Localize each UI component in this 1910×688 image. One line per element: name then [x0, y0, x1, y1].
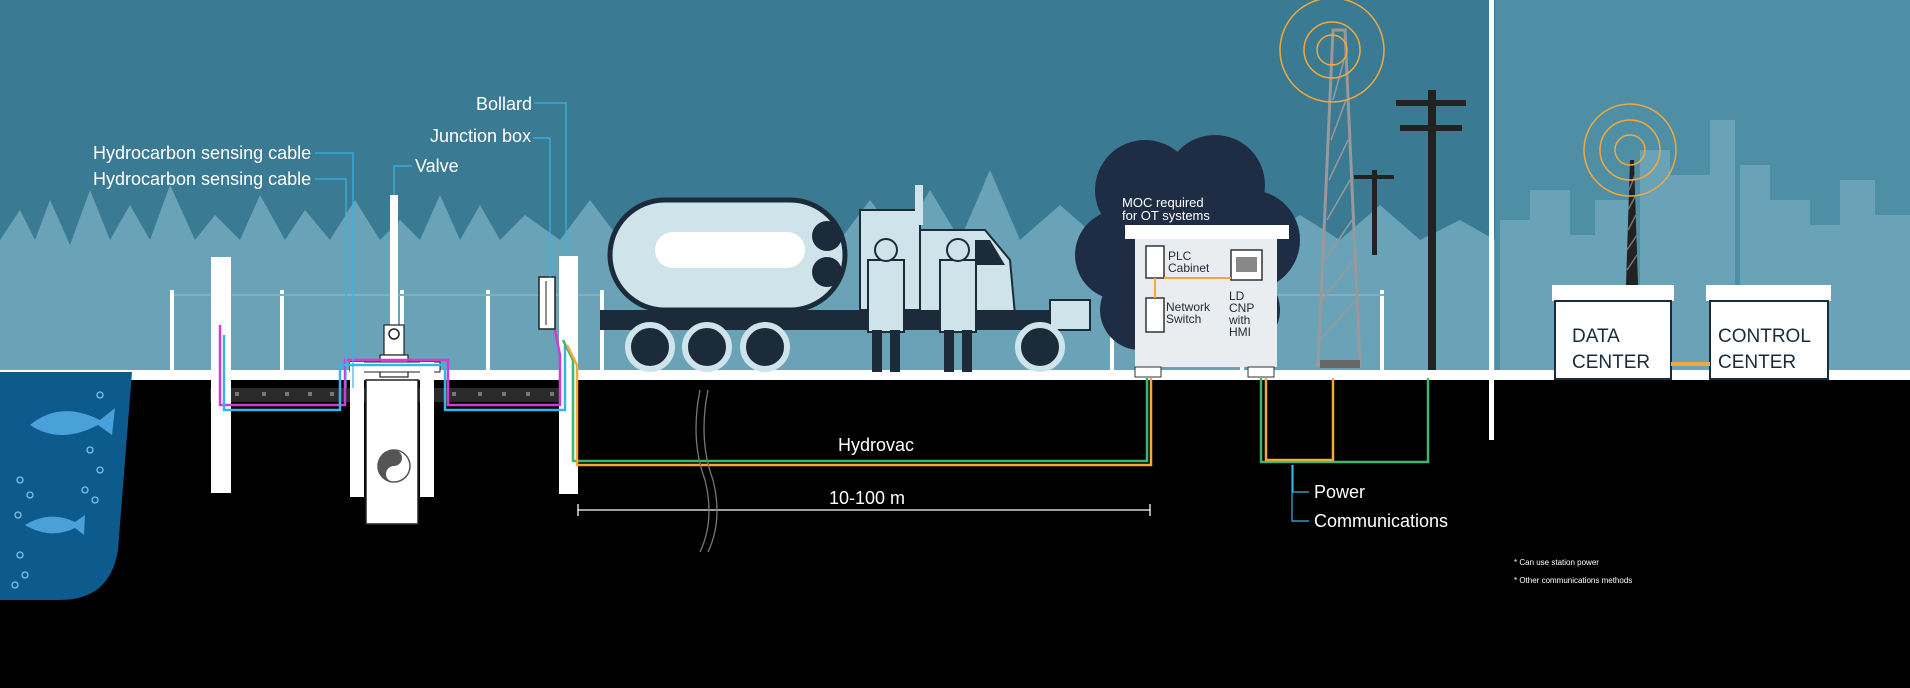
- ld-cnp-label-line2: CNP: [1229, 301, 1254, 315]
- ground: [0, 378, 1910, 688]
- moc-label-line1: MOC required: [1122, 195, 1204, 210]
- plc-label-line1: PLC: [1168, 249, 1192, 263]
- leader-lines: [315, 102, 1309, 522]
- data-center-label-line2: CENTER: [1572, 352, 1650, 373]
- worker-icon: [867, 238, 977, 372]
- hydrovac-trench-cables: [561, 339, 1153, 467]
- data-center-building: [1552, 285, 1674, 380]
- distance-label: 10-100 m: [829, 488, 905, 508]
- antenna-signal-icon: [1279, 0, 1385, 103]
- junction-box: [538, 276, 556, 330]
- data-center-label-line1: DATA: [1572, 326, 1620, 347]
- control-center-label-line1: CONTROL: [1718, 326, 1811, 347]
- valve-assembly: [349, 195, 441, 525]
- junction-box-label: Junction box: [430, 126, 531, 146]
- antenna-signal-icon: [1583, 103, 1677, 197]
- power-pole-icon: [1354, 90, 1466, 370]
- ld-cnp-label-line1: LD: [1229, 289, 1245, 303]
- ld-cnp-label-line3: with: [1228, 313, 1250, 327]
- fish-icon: [25, 408, 115, 535]
- network-switch-label-line2: Switch: [1166, 312, 1201, 326]
- hydrocarbon-cable-label-1: Hydrocarbon sensing cable: [93, 143, 311, 163]
- footnote-communications: * Other communications methods: [1514, 576, 1632, 585]
- valve-label: Valve: [415, 156, 459, 176]
- bubbles: [11, 391, 104, 589]
- bollard-label: Bollard: [476, 94, 532, 114]
- communications-label: Communications: [1314, 511, 1448, 531]
- hydrovac-truck-icon: [600, 185, 1091, 372]
- bollard-right: [559, 256, 578, 494]
- hydrocarbon-cable-label-2: Hydrocarbon sensing cable: [93, 169, 311, 189]
- water-body: [0, 372, 132, 600]
- network-switch-label-line1: Network: [1166, 300, 1211, 314]
- field-cables: [1259, 378, 1430, 464]
- distance-marker: [577, 504, 1151, 516]
- ld-cnp-label-line4: HMI: [1229, 325, 1251, 339]
- ground-surface: [0, 370, 1910, 380]
- hydrovac-label: Hydrovac: [838, 435, 914, 455]
- footnote-station-power: * Can use station power: [1514, 558, 1599, 567]
- control-center-building: [1706, 285, 1831, 380]
- control-center-label-line2: CENTER: [1718, 352, 1796, 373]
- cabinet: [1125, 225, 1289, 378]
- moc-label-line2: for OT systems: [1122, 208, 1210, 223]
- datacenter-antenna: [1626, 160, 1638, 285]
- power-label: Power: [1314, 482, 1365, 502]
- cable-bed-dots: [235, 392, 554, 396]
- radio-tower-icon: [1316, 28, 1362, 368]
- panel-divider: [1489, 0, 1494, 440]
- break-line: [695, 389, 710, 553]
- sensing-cables: [218, 325, 567, 412]
- plc-label-line2: Cabinet: [1168, 261, 1210, 275]
